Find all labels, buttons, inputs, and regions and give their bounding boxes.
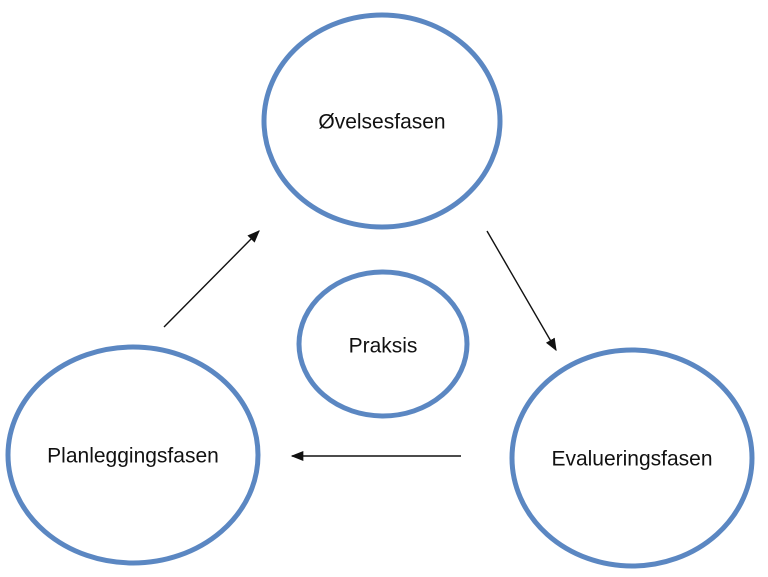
node-planleggingsfasen-label: Planleggingsfasen bbox=[47, 445, 219, 468]
node-ovelsesfasen-ellipse bbox=[261, 12, 503, 230]
node-evalueringsfasen-label: Evalueringsfasen bbox=[551, 448, 712, 471]
arrow-ovelsesfasen-to-evalueringsfasen bbox=[486, 230, 557, 352]
arrow-planleggingsfasen-to-ovelsesfasen bbox=[163, 230, 260, 328]
node-praksis: Praksis bbox=[296, 269, 470, 419]
node-ovelsesfasen-label: Øvelsesfasen bbox=[318, 111, 445, 134]
node-planleggingsfasen: Planleggingsfasen bbox=[5, 344, 261, 566]
node-ovelsesfasen: Øvelsesfasen bbox=[261, 12, 503, 230]
node-evalueringsfasen-ellipse bbox=[509, 347, 755, 569]
node-planleggingsfasen-ellipse bbox=[5, 344, 261, 566]
node-evalueringsfasen: Evalueringsfasen bbox=[509, 347, 755, 569]
node-praksis-label: Praksis bbox=[349, 335, 418, 358]
node-praksis-ellipse bbox=[296, 269, 470, 419]
